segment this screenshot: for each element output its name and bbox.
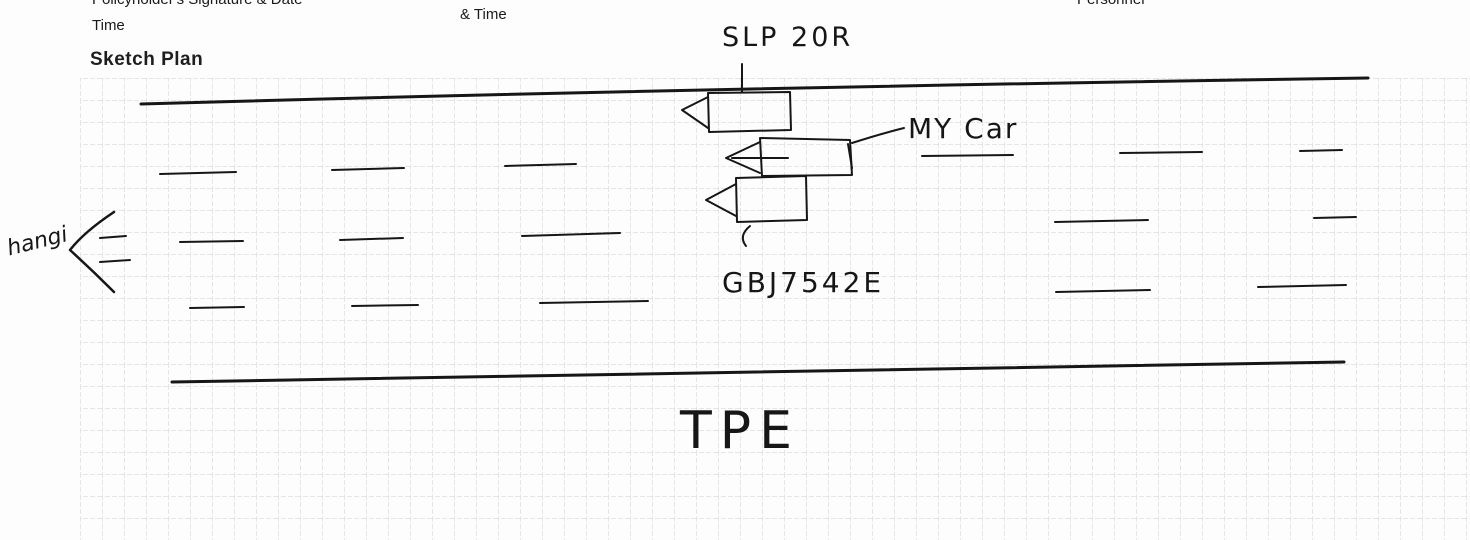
graph-paper-grid — [80, 78, 1470, 540]
direction-arrow-icon — [68, 210, 131, 294]
my-car-label: MY Car — [908, 112, 1018, 145]
lane-markings — [159, 149, 1357, 309]
section-title: Sketch Plan — [90, 49, 204, 70]
date-time-label: & Time — [460, 6, 507, 23]
direction-label: hangi — [5, 222, 71, 261]
expressway-label: TPE — [679, 401, 800, 461]
bottom-vehicle-plate: GBJ7542E — [722, 266, 884, 299]
personnel-label: Personnel — [1077, 0, 1145, 8]
bottom-vehicle-icon — [705, 175, 808, 247]
top-vehicle-plate: SLP 20R — [722, 22, 853, 53]
road-edge-top — [139, 76, 1370, 106]
road-edge-bottom — [170, 360, 1346, 384]
policyholder-signature-label: Policyholder's Signature & Date — [92, 0, 302, 8]
time-label: Time — [92, 17, 125, 34]
my-car-icon — [725, 127, 905, 177]
top-vehicle-icon — [681, 63, 792, 133]
